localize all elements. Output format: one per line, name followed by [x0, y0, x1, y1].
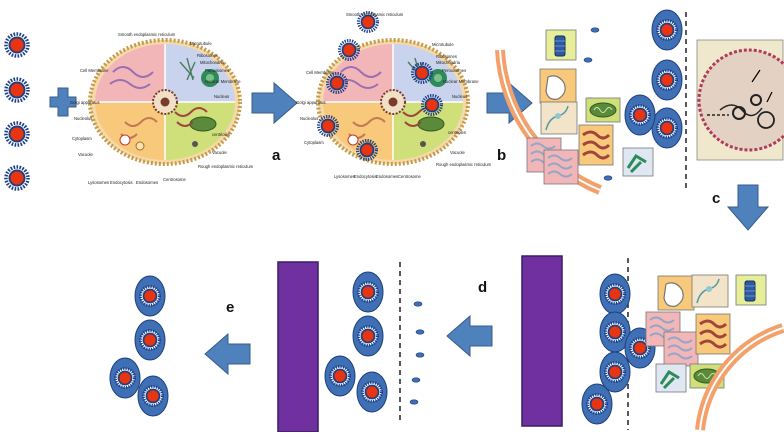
label-nucleus: Nucleus: [452, 94, 467, 99]
vesicle-with-nanoparticle: [353, 316, 383, 356]
nanoparticle: [3, 76, 31, 104]
animal-cell-diagram: [88, 38, 242, 166]
label-lysosomes: Lysosomes: [334, 174, 355, 179]
step-label-d: d: [478, 279, 487, 296]
label-ribosomes: Ribosomes: [436, 54, 457, 59]
small-vesicle: [415, 329, 425, 335]
rough-er-tile: [694, 312, 732, 356]
small-vesicle: [583, 57, 593, 63]
step-label-b: b: [497, 147, 506, 164]
vesicle-with-nanoparticle: [625, 95, 655, 135]
label-nucleolus: Nucleolus: [74, 116, 92, 121]
label-vacuole: Vacuole: [450, 150, 465, 155]
step-label-e: e: [226, 299, 234, 316]
label-endosomes: Endosomes: [376, 174, 398, 179]
arrow-left-icon: [446, 315, 493, 357]
label-peroxisomes: Peroxisomes: [205, 68, 229, 73]
vesicle-with-nanoparticle: [135, 276, 165, 316]
vesicle-with-nanoparticle: [600, 274, 630, 314]
organelle-collage-bottom: [582, 258, 784, 431]
exocytosed-vesicles-group: [110, 276, 168, 416]
small-vesicle: [413, 301, 423, 307]
vesicle-with-nanoparticle: [652, 60, 682, 100]
vesicle-with-nanoparticle: [135, 320, 165, 360]
label-centrioles: centrioles: [212, 132, 230, 137]
label-endocytosis: Endocytosis: [354, 174, 377, 179]
cell-labels-1: Smooth endoplasmic reticulum Microtubule…: [70, 32, 254, 185]
vacuole-tile: [657, 275, 695, 311]
label-ribosomes: Ribosomes: [197, 53, 218, 58]
vesicle-with-nanoparticle: [652, 10, 682, 50]
label-mitochondria: Mitochondria: [436, 60, 461, 65]
vesicle-with-nanoparticle: [582, 384, 612, 424]
nucleus-zoom-inset: [696, 39, 784, 161]
label-rough-er: Rough endoplasmic reticulum: [198, 164, 254, 169]
peroxisome-tile: [691, 274, 729, 308]
label-centrosome: Centrosome: [163, 177, 186, 182]
label-cell-membrane: Cell Membrane: [306, 70, 335, 75]
label-vacuole-right: Vacuole: [212, 150, 227, 155]
released-vesicles-group: [325, 262, 425, 420]
label-microtubule: Microtubule: [190, 41, 212, 46]
vesicle-with-nanoparticle: [325, 356, 355, 396]
mitochondria-tile: [585, 97, 621, 123]
label-cytoplasm: Cytoplasm: [72, 136, 92, 141]
cell-labels-2: Smooth endoplasmic reticulum Microtubule…: [296, 12, 492, 179]
golgi-tile: [654, 362, 688, 394]
label-golgi: Golgi apparatus: [70, 100, 100, 105]
label-peroxisomes: Peroxisomes: [442, 68, 466, 73]
small-vesicle: [411, 377, 421, 383]
label-smooth-er: Smooth endoplasmic reticulum: [346, 12, 404, 17]
label-cytoplasm: Cytoplasm: [304, 140, 324, 145]
peroxisome-tile: [540, 101, 578, 135]
membrane-barrier: [521, 255, 563, 427]
small-vesicle: [409, 399, 419, 405]
nanoparticle: [3, 120, 31, 148]
label-nucleolus: Nucleolus: [300, 116, 318, 121]
organelle-collage-top: [500, 10, 687, 190]
er-tile: [663, 331, 699, 367]
label-golgi: Golgi apparatus: [296, 100, 326, 105]
microtubule-tile: [545, 29, 577, 61]
vesicle-with-nanoparticle: [357, 372, 387, 412]
free-nanoparticles: [3, 31, 31, 192]
label-cell-membrane: Cell Membrane: [80, 68, 109, 73]
arrow-down-icon: [727, 184, 769, 231]
step-label-a: a: [272, 147, 281, 164]
rough-er-tile: [577, 123, 615, 167]
arrow-left-icon: [204, 333, 251, 375]
arrow-right-icon: [251, 82, 298, 124]
label-nuclear-membrane: Nuclear Membrane: [205, 79, 241, 84]
nanoparticle: [3, 31, 31, 59]
label-endosomes: Endosomes: [136, 180, 158, 185]
small-vesicle: [415, 352, 425, 358]
label-nucleus: Nucleus: [214, 94, 229, 99]
membrane-barrier: [277, 261, 319, 433]
vesicle-with-nanoparticle: [138, 376, 168, 416]
label-rough-er: Rough endoplasmic reticulum: [436, 162, 492, 167]
vesicle-with-nanoparticle: [652, 108, 682, 148]
nanoparticle: [3, 164, 31, 192]
plus-icon: [49, 87, 77, 117]
label-lysosomes: Lysosomes: [88, 180, 109, 185]
label-endocytosis: Endocytosis: [110, 180, 133, 185]
vacuole-tile: [539, 68, 577, 104]
label-centrioles: centrioles: [448, 130, 466, 135]
label-mitochondria: Mitochondria: [200, 60, 225, 65]
label-vacuole: Vacuole: [78, 152, 93, 157]
vesicle-with-nanoparticle: [110, 358, 140, 398]
label-nuclear-membrane: Nuclear Membrane: [443, 79, 479, 84]
vesicle-with-nanoparticle: [353, 272, 383, 312]
small-vesicle: [590, 27, 600, 33]
microtubule-tile: [735, 274, 767, 306]
er-tile: [543, 149, 579, 185]
label-microtubule: Microtubule: [432, 42, 454, 47]
label-smooth-er: Smooth endoplasmic reticulum: [118, 32, 176, 37]
label-centrosome: Centrosome: [398, 174, 421, 179]
small-vesicle: [603, 175, 613, 181]
golgi-tile: [621, 146, 655, 178]
step-label-c: c: [712, 190, 720, 207]
